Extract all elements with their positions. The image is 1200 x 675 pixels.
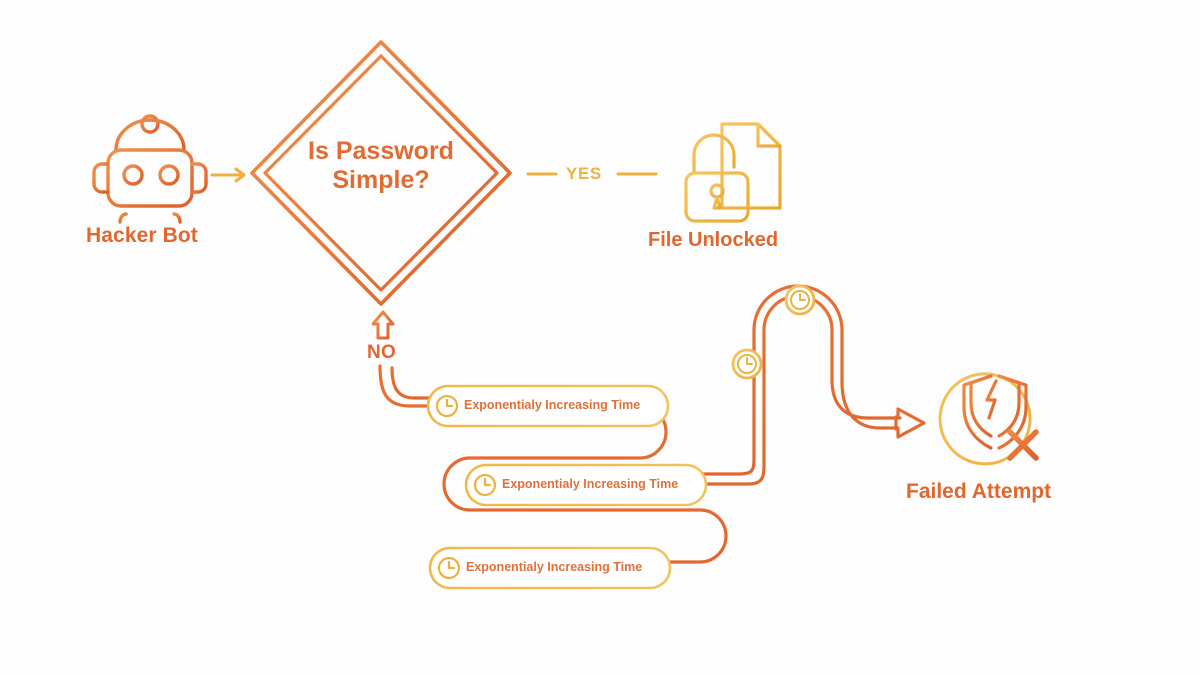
clock-icon [437,556,461,580]
clock-icon [473,473,497,497]
failed-attempt-label: Failed Attempt [906,480,1052,503]
broken-shield-icon [938,372,1039,466]
decision-label-line1: Is Password [308,137,454,165]
retry-delay-path-secondary [690,284,902,486]
path-clock-marker-2 [784,284,816,316]
delay-pill-1-label: Exponentialy Increasing Time [464,398,641,412]
robot-icon [92,114,208,224]
delay-pill-3-shape [428,546,672,590]
decision-label-line2: Simple? [332,166,430,194]
decision-diamond [250,40,512,306]
delay-pill-2[interactable] [464,463,708,507]
open-padlock-document-icon [684,122,782,223]
delay-pill-1[interactable] [426,384,670,428]
delay-pill-1-shape [426,384,670,428]
clock-icon [435,394,459,418]
delay-pill-2-label: Exponentialy Increasing Time [502,477,679,491]
hacker-bot-label: Hacker Bot [86,224,198,247]
no-branch-label: NO [367,342,397,363]
arrow-to-failed-attempt [894,407,926,439]
delay-pill-3[interactable] [428,546,672,590]
decision-label: Is Password Simple? [276,137,486,195]
no-branch-arrow-icon [371,310,395,340]
delay-pill-3-label: Exponentialy Increasing Time [466,560,643,574]
path-clock-marker-1 [731,348,763,380]
delay-pill-2-shape [464,463,708,507]
file-unlocked-label: File Unlocked [648,229,779,251]
arrow-hacker-to-decision [210,167,246,183]
yes-branch-label: YES [566,164,602,183]
